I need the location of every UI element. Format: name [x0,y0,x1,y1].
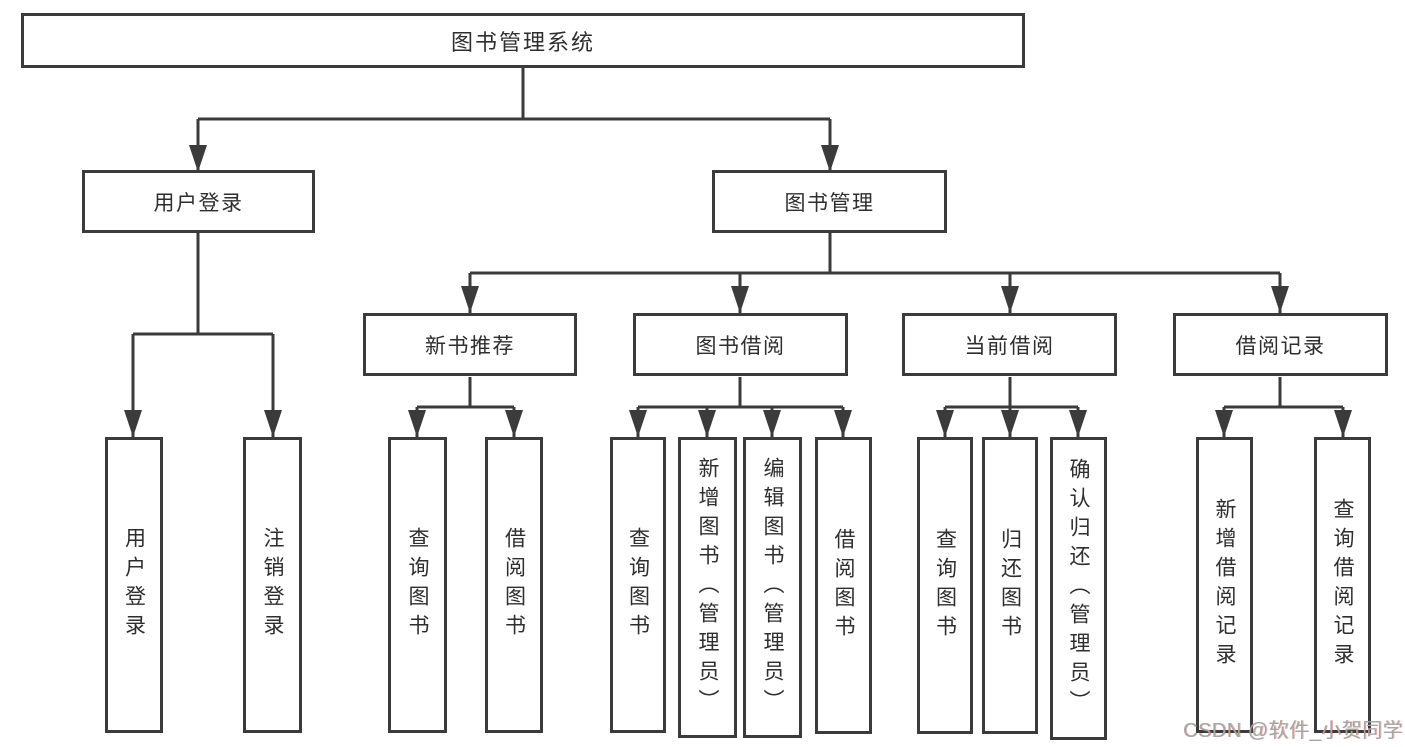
node-library-system-label: 图书管理系统 [450,29,595,55]
leaf-return-book-label: 归还图书 [998,527,1022,644]
tree-edges [131,68,1345,437]
node-book-borrowing-label: 图书借阅 [695,334,786,358]
leaf-query-books-recommend: 查询图书 [388,437,447,733]
leaf-query-books-current-label: 查询图书 [933,527,957,644]
leaf-logout: 注销登录 [243,437,302,733]
leaf-query-books-recommend-label: 查询图书 [406,527,429,643]
leaf-add-book-admin: 新增图书（管理员） [678,437,737,738]
node-borrow-records-label: 借阅记录 [1235,334,1326,358]
leaf-add-borrow-record-label: 新增借阅记录 [1213,498,1236,672]
leaf-logout-label: 注销登录 [261,527,284,643]
node-book-borrowing: 图书借阅 [633,313,848,376]
node-new-book-recommend-label: 新书推荐 [425,334,515,358]
node-new-book-recommend: 新书推荐 [363,313,577,376]
leaf-query-books-borrowing-label: 查询图书 [626,527,650,643]
node-current-borrowing-label: 当前借阅 [964,334,1055,358]
leaf-borrow-books-borrowing-label: 借阅图书 [832,527,855,644]
leaf-confirm-return-admin: 确认归还（管理员） [1050,437,1107,740]
leaf-query-books-current: 查询图书 [917,437,973,734]
csdn-watermark: CSDN @软件_小贺同学 [1183,720,1404,742]
leaf-borrow-books-recommend: 借阅图书 [485,437,543,733]
node-library-system: 图书管理系统 [21,13,1025,68]
leaf-query-borrow-record: 查询借阅记录 [1314,437,1371,733]
leaf-add-book-admin-label: 新增图书（管理员） [696,457,719,718]
leaf-borrow-books-borrowing: 借阅图书 [815,437,872,734]
leaf-edit-book-admin: 编辑图书（管理员） [743,437,802,738]
leaf-edit-book-admin-label: 编辑图书（管理员） [761,457,784,718]
node-current-borrowing: 当前借阅 [902,313,1117,376]
node-book-management: 图书管理 [712,170,947,233]
leaf-add-borrow-record: 新增借阅记录 [1196,437,1253,733]
leaf-query-borrow-record-label: 查询借阅记录 [1331,498,1354,672]
node-user-login-label: 用户登录 [153,191,244,215]
node-book-management-label: 图书管理 [784,191,875,215]
leaf-confirm-return-admin-label: 确认归还（管理员） [1067,458,1090,719]
node-borrow-records: 借阅记录 [1173,313,1388,376]
node-user-login: 用户登录 [82,170,315,233]
leaf-borrow-books-recommend-label: 借阅图书 [502,527,526,643]
leaf-return-book: 归还图书 [982,437,1038,734]
leaf-user-login-label: 用户登录 [122,527,146,643]
leaf-user-login: 用户登录 [105,437,163,733]
leaf-query-books-borrowing: 查询图书 [610,437,666,733]
